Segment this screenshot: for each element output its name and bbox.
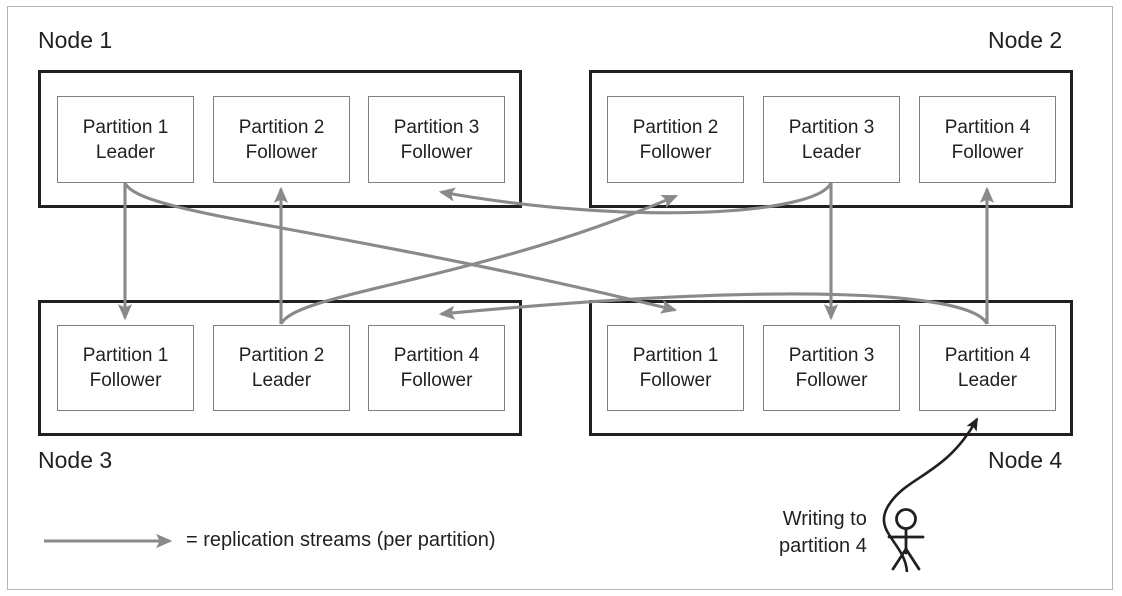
partition-name: Partition 2 bbox=[238, 116, 325, 138]
legend-label: = replication streams (per partition) bbox=[186, 529, 496, 551]
partition-name: Partition 2 bbox=[632, 116, 719, 138]
partition-name: Partition 3 bbox=[788, 116, 875, 138]
partition-name: Partition 1 bbox=[82, 345, 169, 366]
partition-name: Partition 4 bbox=[944, 345, 1031, 366]
replication-arrow-p3-n2-to-n1 bbox=[438, 182, 833, 215]
node-1-label: Node 1 bbox=[38, 27, 113, 53]
node-1-partition-3[interactable]: Partition 3 Follower bbox=[368, 96, 505, 183]
node-4-label: Node 4 bbox=[988, 447, 1063, 473]
partition-role: Follower bbox=[245, 141, 318, 163]
replication-arrow-p2-n3-to-n2 bbox=[279, 194, 679, 325]
partition-name: Partition 3 bbox=[393, 116, 480, 138]
node-3-partition-2[interactable]: Partition 2 Leader bbox=[213, 325, 350, 411]
partition-role: Leader bbox=[251, 370, 312, 391]
node-1-partition-1[interactable]: Partition 1 Leader bbox=[57, 96, 194, 183]
replication-arrow-p4-n4-to-n3 bbox=[438, 292, 989, 325]
partition-name: Partition 4 bbox=[393, 345, 480, 366]
node-4-partition-4[interactable]: Partition 4 Leader bbox=[919, 325, 1056, 411]
partition-name: Partition 1 bbox=[632, 345, 719, 366]
partition-role: Follower bbox=[639, 370, 712, 391]
client-write-label: Writing to partition 4 bbox=[779, 506, 867, 560]
partition-role: Follower bbox=[89, 370, 162, 391]
partition-role: Follower bbox=[400, 141, 473, 163]
node-3-label: Node 3 bbox=[38, 447, 113, 473]
partition-name: Partition 3 bbox=[788, 345, 875, 366]
partition-name: Partition 1 bbox=[82, 116, 169, 138]
partition-role: Leader bbox=[801, 141, 862, 163]
node-2-partition-2[interactable]: Partition 2 Follower bbox=[607, 96, 744, 183]
node-2-partition-4[interactable]: Partition 4 Follower bbox=[919, 96, 1056, 183]
partition-role: Follower bbox=[951, 141, 1024, 163]
node-2-partition-3[interactable]: Partition 3 Leader bbox=[763, 96, 900, 183]
partition-name: Partition 4 bbox=[944, 116, 1031, 138]
node-3-partition-1[interactable]: Partition 1 Follower bbox=[57, 325, 194, 411]
client-write-arrow bbox=[882, 417, 979, 573]
partition-role: Leader bbox=[957, 370, 1018, 391]
partition-role: Follower bbox=[795, 370, 868, 391]
partition-name: Partition 2 bbox=[238, 345, 325, 366]
node-2-label: Node 2 bbox=[988, 27, 1063, 53]
node-1-partition-2[interactable]: Partition 2 Follower bbox=[213, 96, 350, 183]
partition-role: Follower bbox=[639, 141, 712, 163]
node-4-partition-1[interactable]: Partition 1 Follower bbox=[607, 325, 744, 411]
client-write-line-2: partition 4 bbox=[779, 535, 867, 557]
replication-arrow-p1-n1-to-n4 bbox=[123, 182, 678, 314]
partition-role: Leader bbox=[95, 141, 156, 163]
node-3-partition-4[interactable]: Partition 4 Follower bbox=[368, 325, 505, 411]
node-4-partition-3[interactable]: Partition 3 Follower bbox=[763, 325, 900, 411]
partition-role: Follower bbox=[400, 370, 473, 391]
person-icon bbox=[887, 508, 925, 571]
client-write-line-1: Writing to bbox=[782, 508, 867, 530]
